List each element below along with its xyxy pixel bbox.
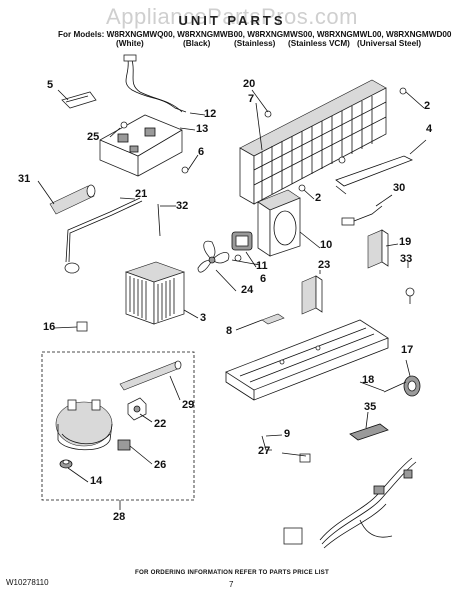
callout-13: 13 [196, 123, 209, 135]
overload-part-26 [117, 439, 131, 451]
fastener-part-33 [405, 287, 415, 304]
callout-21: 21 [135, 188, 148, 200]
condenser-coil-part-7 [239, 79, 387, 205]
insulation-part-23 [301, 275, 323, 315]
callout-12: 12 [204, 108, 217, 120]
screw-part-2-lower [298, 184, 306, 192]
callout-16: 16 [43, 321, 56, 333]
callout-32: 32 [176, 200, 189, 212]
connector-part-27 [299, 453, 311, 463]
callout-19: 19 [399, 236, 412, 248]
page-number: 7 [229, 580, 234, 589]
callout-6-top: 6 [198, 146, 205, 158]
variant-stainless-vcm: (Stainless VCM) [288, 39, 350, 48]
callout-6-lower: 6 [260, 273, 267, 285]
rod-part-32 [157, 203, 161, 237]
screw-part-25 [120, 121, 128, 129]
insulation-part-19 [367, 229, 389, 269]
ordering-note: FOR ORDERING INFORMATION REFER TO PARTS … [135, 569, 329, 576]
tube-part-4 [335, 155, 413, 195]
variant-white: (White) [116, 39, 144, 48]
callout-18: 18 [362, 374, 375, 386]
wiring-harness [283, 457, 417, 549]
axle-part-18 [383, 381, 407, 393]
grommet-part-14 [59, 459, 73, 469]
pad-part-8 [261, 313, 285, 325]
callout-14: 14 [90, 475, 103, 487]
callout-30: 30 [393, 182, 406, 194]
filter-drier-part-29 [119, 360, 182, 391]
callout-11: 11 [256, 260, 268, 272]
models-line: For Models: W8RXNGMWQ00, W8RXNGMWB00, W8… [58, 30, 452, 39]
compressor-assembly [55, 399, 113, 451]
screw-part-2-top [399, 87, 407, 95]
fan-blade-part-24 [197, 240, 230, 273]
fan-motor-part-11 [231, 231, 253, 262]
callout-31: 31 [18, 173, 31, 185]
screw-part-20 [264, 110, 272, 118]
clip-part-5 [61, 91, 97, 109]
callout-10: 10 [320, 239, 333, 251]
callout-22: 22 [154, 418, 167, 430]
callout-27: 27 [258, 445, 271, 457]
drain-tube-part-31 [49, 184, 96, 215]
screw-part-6 [181, 166, 189, 174]
callout-5: 5 [47, 79, 54, 91]
variant-black: (Black) [183, 39, 211, 48]
callout-7: 7 [248, 93, 255, 105]
pad-part-35 [349, 423, 389, 441]
variant-universal-steel: (Universal Steel) [357, 39, 422, 48]
callout-33: 33 [400, 253, 413, 265]
callout-2-lower: 2 [315, 192, 322, 204]
wire-harness-part-12 [123, 54, 187, 113]
clip-part-16 [76, 321, 88, 332]
callout-28: 28 [113, 511, 126, 523]
callout-4: 4 [426, 123, 433, 135]
roller-part-17 [403, 375, 421, 397]
compressor-group-box-part-28 [41, 351, 195, 501]
sensor-part-30 [341, 205, 383, 226]
callout-35: 35 [364, 401, 377, 413]
document-number: W10278110 [6, 578, 49, 587]
relay-part-22 [127, 397, 147, 421]
callout-23: 23 [318, 259, 331, 271]
relay-housing-part-13 [99, 114, 183, 177]
watermark: AppliancePartsPros.com [106, 4, 358, 29]
callout-leaders [37, 89, 427, 510]
callout-29: 29 [182, 399, 195, 411]
callout-9: 9 [284, 428, 291, 440]
condenser-part-3 [125, 261, 185, 325]
callout-25: 25 [87, 131, 100, 143]
page-title: UNIT PARTS [178, 13, 286, 28]
callout-20: 20 [243, 78, 256, 90]
variant-stainless: (Stainless) [234, 39, 276, 48]
callout-24: 24 [241, 284, 254, 296]
callout-26: 26 [154, 459, 167, 471]
tube-part-9 [261, 435, 272, 451]
callout-17: 17 [401, 344, 414, 356]
base-pan-part-18 [225, 319, 389, 401]
callout-2-top: 2 [424, 100, 431, 112]
callout-8: 8 [226, 325, 233, 337]
callout-3: 3 [200, 312, 207, 324]
fan-shroud-part-10 [257, 189, 301, 257]
drain-line-part-21 [64, 197, 143, 274]
